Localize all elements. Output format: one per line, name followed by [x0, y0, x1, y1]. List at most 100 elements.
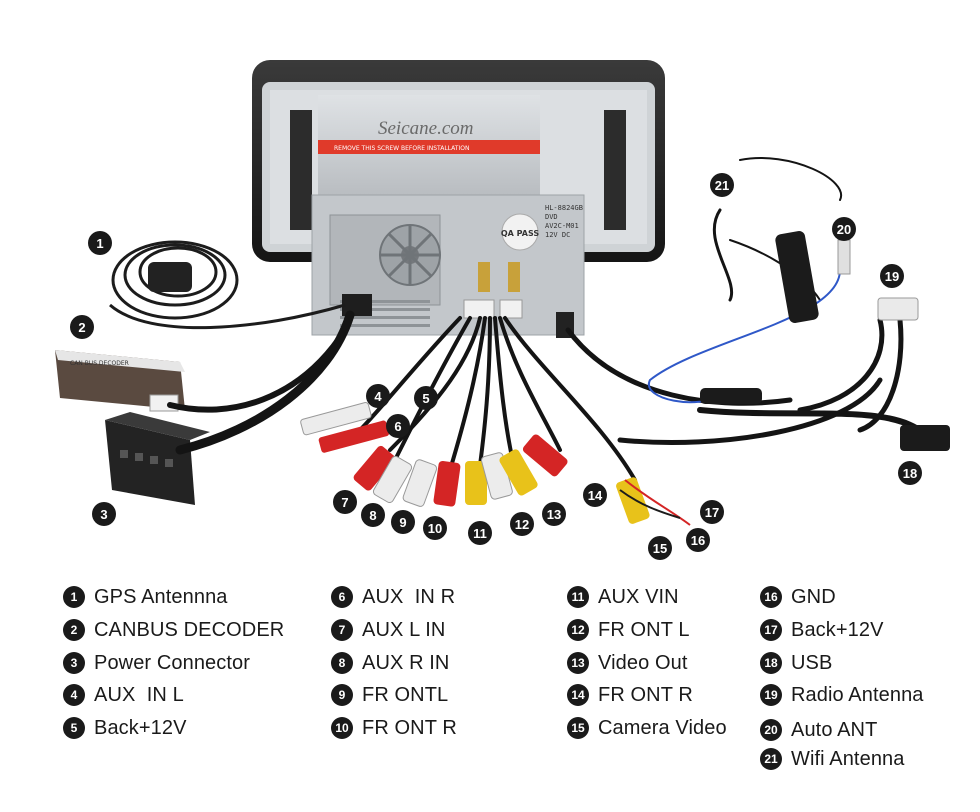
gps-antenna [109, 240, 346, 330]
legend-item-9: 9 FR ONTL [331, 682, 448, 708]
svg-text:12V DC: 12V DC [545, 231, 570, 239]
marker-15: 15 [648, 536, 672, 560]
legend-label: Back+12V [94, 716, 187, 739]
rca-plugs [300, 402, 691, 526]
marker-4: 4 [366, 384, 390, 408]
legend-item-18: 18 USB [760, 650, 832, 676]
marker-10: 10 [423, 516, 447, 540]
svg-text:DVD: DVD [545, 213, 558, 221]
legend-label: FR ONT L [598, 618, 690, 641]
marker-1: 1 [88, 231, 112, 255]
marker-14: 14 [583, 483, 607, 507]
legend-number: 20 [760, 719, 782, 741]
legend-item-5: 5 Back+12V [63, 715, 187, 741]
legend-label: AUX IN R [362, 585, 456, 608]
legend-label: AUX R IN [362, 651, 450, 674]
legend-item-7: 7 AUX L IN [331, 617, 445, 643]
legend-item-15: 15 Camera Video [567, 715, 727, 741]
legend-label: Radio Antenna [791, 683, 924, 706]
legend-number: 4 [63, 684, 85, 706]
legend-label: AUX IN L [94, 683, 184, 706]
legend-item-6: 6 AUX IN R [331, 584, 455, 610]
marker-19: 19 [880, 264, 904, 288]
legend-label: Auto ANT [791, 718, 878, 741]
svg-text:REMOVE THIS SCREW BEFORE INSTA: REMOVE THIS SCREW BEFORE INSTALLATION [334, 145, 469, 152]
legend-number: 5 [63, 717, 85, 739]
legend-label: AUX L IN [362, 618, 446, 641]
legend-number: 21 [760, 748, 782, 770]
marker-2: 2 [70, 315, 94, 339]
legend-number: 2 [63, 619, 85, 641]
legend-number: 14 [567, 684, 589, 706]
legend-item-2: 2 CANBUS DECODER [63, 617, 284, 643]
legend-label: Wifi Antenna [791, 747, 905, 770]
marker-16: 16 [686, 528, 710, 552]
legend-number: 11 [567, 586, 589, 608]
marker-11: 11 [468, 521, 492, 545]
legend-item-16: 16 GND [760, 584, 836, 610]
legend-item-4: 4 AUX IN L [63, 682, 184, 708]
power-connector [105, 412, 210, 505]
marker-20: 20 [832, 217, 856, 241]
radio-filter [700, 388, 762, 404]
legend-label: GPS Antennna [94, 585, 228, 608]
wifi-module [775, 231, 819, 323]
legend-number: 12 [567, 619, 589, 641]
legend-item-19: 19 Radio Antenna [760, 682, 924, 708]
marker-9: 9 [391, 510, 415, 534]
legend-label: Video Out [598, 651, 688, 674]
radio-antenna-plug [877, 297, 919, 321]
legend-item-3: 3 Power Connector [63, 650, 250, 676]
marker-5: 5 [414, 386, 438, 410]
legend-label: FR ONT R [362, 716, 457, 739]
marker-8: 8 [361, 503, 385, 527]
svg-text:CAN BUS DECODER: CAN BUS DECODER [70, 360, 129, 367]
product-photo: REMOVE THIS SCREW BEFORE INSTALLATION Se… [55, 60, 950, 526]
svg-text:QA PASS: QA PASS [501, 229, 540, 238]
svg-text:Seicane.com: Seicane.com [378, 118, 473, 139]
legend-number: 7 [331, 619, 353, 641]
legend-label: FR ONT R [598, 683, 693, 706]
legend-number: 1 [63, 586, 85, 608]
marker-17: 17 [700, 500, 724, 524]
legend-label: CANBUS DECODER [94, 618, 285, 641]
legend-number: 19 [760, 684, 782, 706]
legend-label: Camera Video [598, 716, 727, 739]
legend-item-14: 14 FR ONT R [567, 682, 693, 708]
marker-6: 6 [386, 414, 410, 438]
legend-label: GND [791, 585, 836, 608]
canbus-decoder: CAN BUS DECODER [55, 350, 185, 412]
legend-label: Back+12V [791, 618, 884, 641]
legend-label: FR ONTL [362, 683, 449, 706]
legend-item-12: 12 FR ONT L [567, 617, 690, 643]
marker-12: 12 [510, 512, 534, 536]
legend-number: 17 [760, 619, 782, 641]
legend-label: AUX VIN [598, 585, 679, 608]
legend-item-20: 20 Auto ANT [760, 717, 877, 743]
legend-label: Power Connector [94, 651, 251, 674]
legend-number: 6 [331, 586, 353, 608]
legend-item-11: 11 AUX VIN [567, 584, 679, 610]
marker-21: 21 [710, 173, 734, 197]
svg-text:AV2C-M01: AV2C-M01 [545, 222, 579, 230]
legend-label: USB [791, 651, 833, 674]
marker-7: 7 [333, 490, 357, 514]
marker-13: 13 [542, 502, 566, 526]
legend-item-17: 17 Back+12V [760, 617, 884, 643]
marker-18: 18 [898, 461, 922, 485]
legend-item-10: 10 FR ONT R [331, 715, 457, 741]
legend-number: 16 [760, 586, 782, 608]
legend-item-21: 21 Wifi Antenna [760, 746, 905, 772]
wire-harness [167, 157, 933, 482]
legend-number: 9 [331, 684, 353, 706]
marker-3: 3 [92, 502, 116, 526]
legend-number: 3 [63, 652, 85, 674]
legend-number: 18 [760, 652, 782, 674]
legend-number: 10 [331, 717, 353, 739]
legend-item-1: 1 GPS Antennna [63, 584, 228, 610]
legend-number: 15 [567, 717, 589, 739]
svg-text:HL-8824GB: HL-8824GB [545, 204, 583, 212]
usb-connector [900, 425, 950, 451]
